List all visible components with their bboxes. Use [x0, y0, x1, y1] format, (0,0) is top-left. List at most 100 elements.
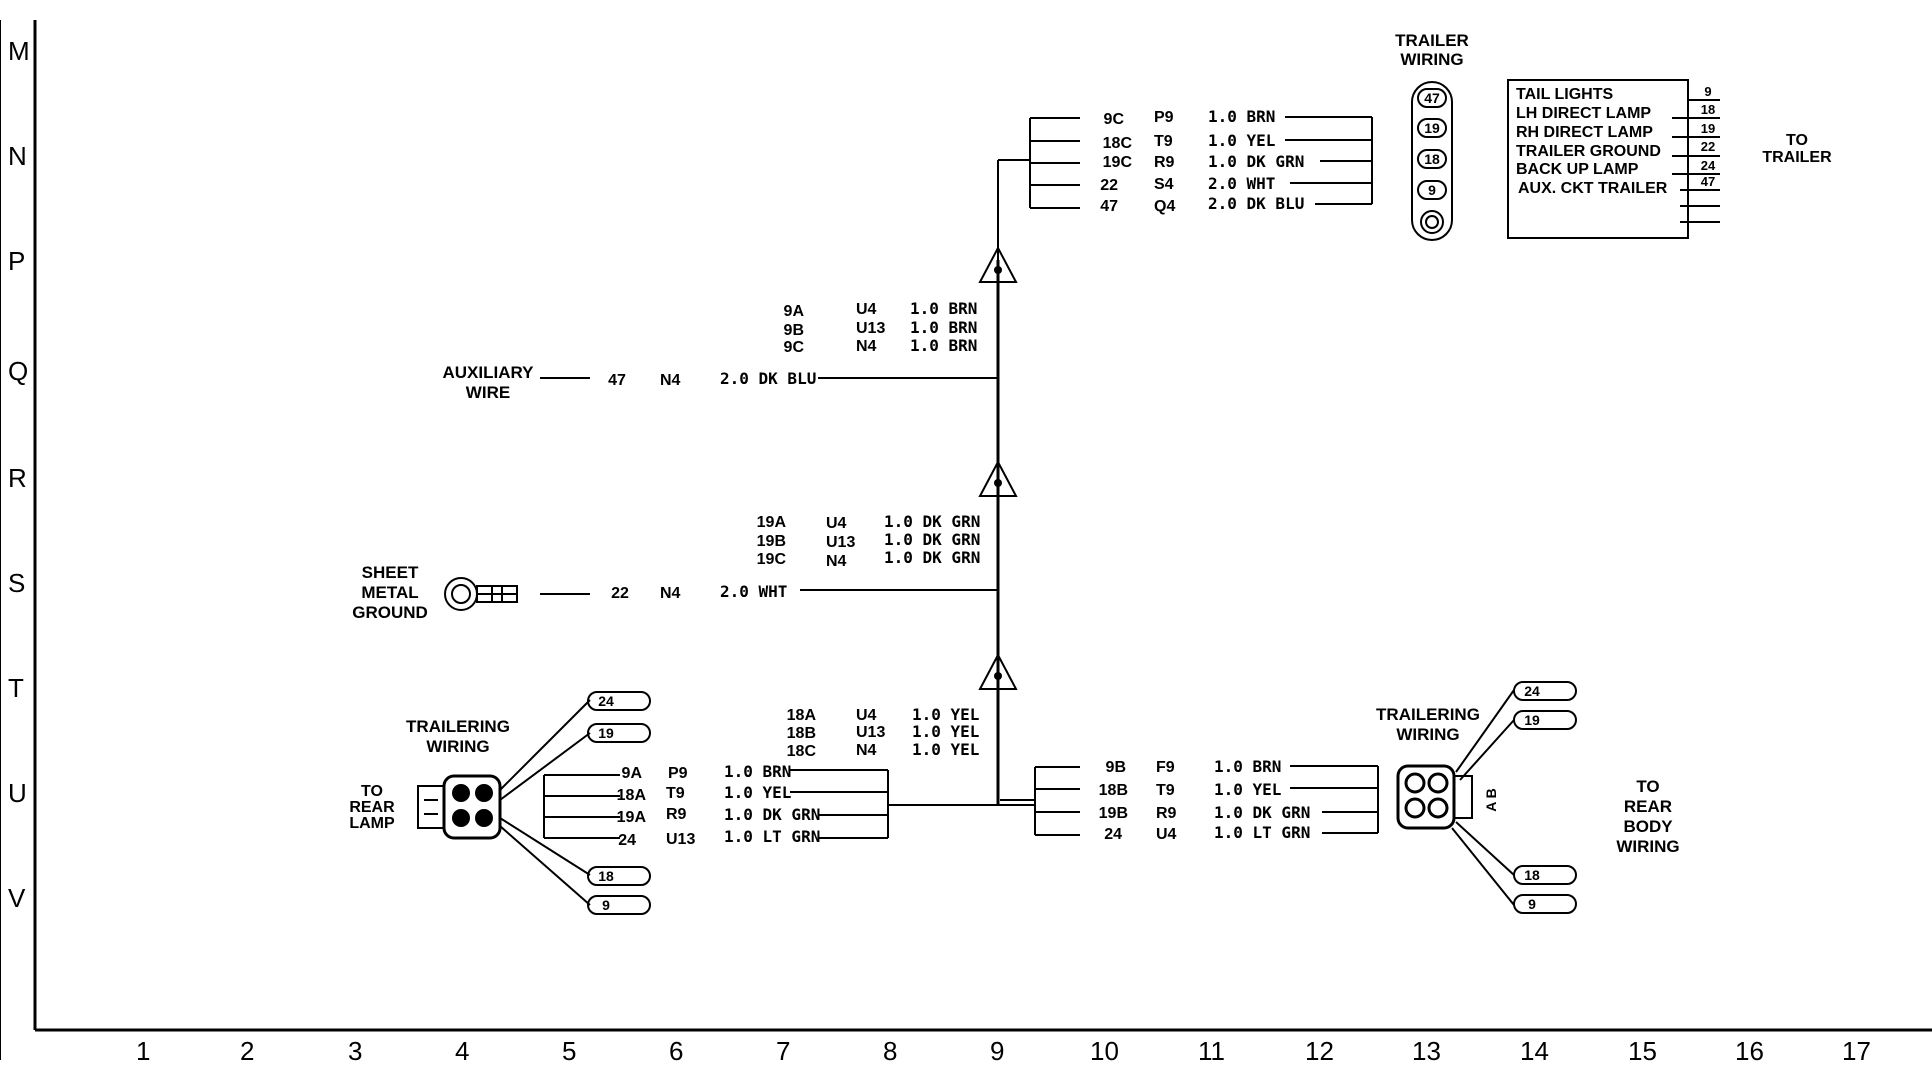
- trailer-function-box: [1507, 79, 1689, 239]
- wire-loc: U13: [856, 724, 885, 741]
- pin-oval: [1417, 180, 1447, 200]
- row-label: Q: [8, 356, 28, 386]
- row-label: U: [8, 778, 27, 808]
- row-label: V: [8, 883, 26, 913]
- wire-id: 9B: [784, 322, 804, 339]
- function-pin: 9: [1704, 84, 1711, 99]
- ground-label: GROUND: [352, 603, 428, 622]
- column-label: 9: [990, 1036, 1004, 1066]
- row-label: N: [8, 141, 27, 171]
- function-pin: 19: [1701, 121, 1715, 136]
- column-label: 17: [1842, 1036, 1871, 1066]
- column-label: 11: [1198, 1036, 1225, 1066]
- connector-title: WIRING: [1396, 725, 1459, 744]
- pin-label: 24: [598, 693, 614, 709]
- trailer-connector-body: [1411, 81, 1453, 241]
- pin-oval: [587, 691, 651, 711]
- wire-loc: U4: [856, 707, 877, 724]
- pin-oval: [1417, 118, 1447, 138]
- wire-spec: 1.0 DK GRN: [1214, 803, 1310, 822]
- wire-spec: 1.0 YEL: [724, 783, 791, 802]
- connector-title: TRAILERING: [406, 717, 510, 736]
- wire-loc: N4: [660, 585, 681, 602]
- splice-icon: [978, 459, 1018, 497]
- wire-id: 18C: [1103, 135, 1133, 152]
- wire-spec: 1.0 YEL: [1214, 780, 1281, 799]
- wire-spec: 1.0 DK GRN: [1208, 152, 1304, 171]
- auxiliary-label: AUXILIARY: [443, 363, 535, 382]
- wire-id: 22: [611, 585, 629, 602]
- pin-label: 18: [598, 868, 614, 884]
- wire-loc: N4: [856, 742, 877, 759]
- function-pin-leads: [1672, 99, 1720, 223]
- wire-loc: R9: [1156, 805, 1177, 822]
- column-label: 7: [776, 1036, 790, 1066]
- pin-oval: [1513, 894, 1577, 914]
- function-label: TRAILER GROUND: [1516, 143, 1661, 160]
- wire-loc: N4: [660, 372, 681, 389]
- wire-spec: 1.0 YEL: [1208, 131, 1275, 150]
- function-pin: 47: [1701, 174, 1715, 189]
- wire-id: 18B: [1099, 782, 1128, 799]
- column-label: 5: [562, 1036, 576, 1066]
- connector-side-label: WIRING: [1616, 837, 1679, 856]
- wire-id: 9A: [784, 303, 805, 320]
- wire-id: 18B: [787, 725, 816, 742]
- column-label: 12: [1305, 1036, 1334, 1066]
- pin-label: 9: [1428, 182, 1436, 198]
- column-label: 14: [1520, 1036, 1549, 1066]
- splice-icon: [978, 245, 1018, 283]
- column-label: 15: [1628, 1036, 1657, 1066]
- wire-id: 18A: [617, 787, 647, 804]
- wire-id: 9B: [1106, 759, 1126, 776]
- splice-9-labels: 9A U4 1.0 BRN 9B U13 1.0 BRN 9C N4 1.0 B…: [784, 299, 978, 356]
- wire-loc: T9: [666, 785, 685, 802]
- function-pin: 24: [1701, 158, 1716, 173]
- connector-side-label: REAR: [349, 799, 395, 816]
- wire-loc: Q4: [1154, 198, 1175, 215]
- column-label: 13: [1412, 1036, 1441, 1066]
- wire-id: 19C: [757, 551, 787, 568]
- row-label: R: [8, 463, 27, 493]
- wire-spec: 1.0 LT GRN: [1214, 823, 1310, 842]
- wire-id: 24: [618, 832, 636, 849]
- wire-spec: 1.0 YEL: [912, 722, 979, 741]
- wire-loc: U4: [856, 301, 877, 318]
- trailer-wiring-title: TRAILER: [1395, 31, 1469, 50]
- pin-label: 19: [598, 725, 614, 741]
- wire-spec: 1.0 BRN: [724, 762, 791, 781]
- connector-title: TRAILERING: [1376, 705, 1480, 724]
- wire-id: 18C: [787, 743, 817, 760]
- four-pin-connector-icon: [417, 774, 502, 840]
- wire-spec: 1.0 BRN: [1208, 107, 1275, 126]
- wire-loc: P9: [668, 765, 688, 782]
- wire-spec: 1.0 DK GRN: [724, 805, 820, 824]
- wire-spec: 2.0 DK BLU: [720, 369, 816, 388]
- pin-oval: [587, 723, 651, 743]
- column-label: 16: [1735, 1036, 1764, 1066]
- wire-spec: 1.0 DK GRN: [884, 548, 980, 567]
- wire-id: 18A: [787, 707, 817, 724]
- function-label: TAIL LIGHTS: [1516, 86, 1614, 103]
- pin-oval: [1513, 865, 1577, 885]
- wire-spec: 1.0 DK GRN: [884, 530, 980, 549]
- wire-loc: R9: [1154, 154, 1175, 171]
- pin-oval: [587, 895, 651, 915]
- wire-id: 47: [608, 372, 626, 389]
- function-pin: 18: [1701, 102, 1715, 117]
- wire-loc: U13: [666, 831, 695, 848]
- pin-oval: [1417, 88, 1447, 108]
- top-wire-group: [997, 116, 1373, 260]
- column-label: 6: [669, 1036, 683, 1066]
- wire-loc: U13: [826, 534, 855, 551]
- ground-label: METAL: [361, 583, 418, 602]
- right-trailering-connector: TRAILERING WIRING A B 24 19 18 9 TO REAR…: [1376, 681, 1680, 914]
- wire-id: 19C: [1103, 154, 1133, 171]
- wire-spec: 1.0 BRN: [910, 299, 977, 318]
- four-pin-connector-icon: [1396, 764, 1473, 830]
- wire-id: 19B: [1099, 805, 1128, 822]
- pin-oval: [1417, 149, 1447, 169]
- pin-label: 9: [1528, 896, 1536, 912]
- wire-loc: U4: [826, 515, 847, 532]
- function-label: RH DIRECT LAMP: [1516, 124, 1653, 141]
